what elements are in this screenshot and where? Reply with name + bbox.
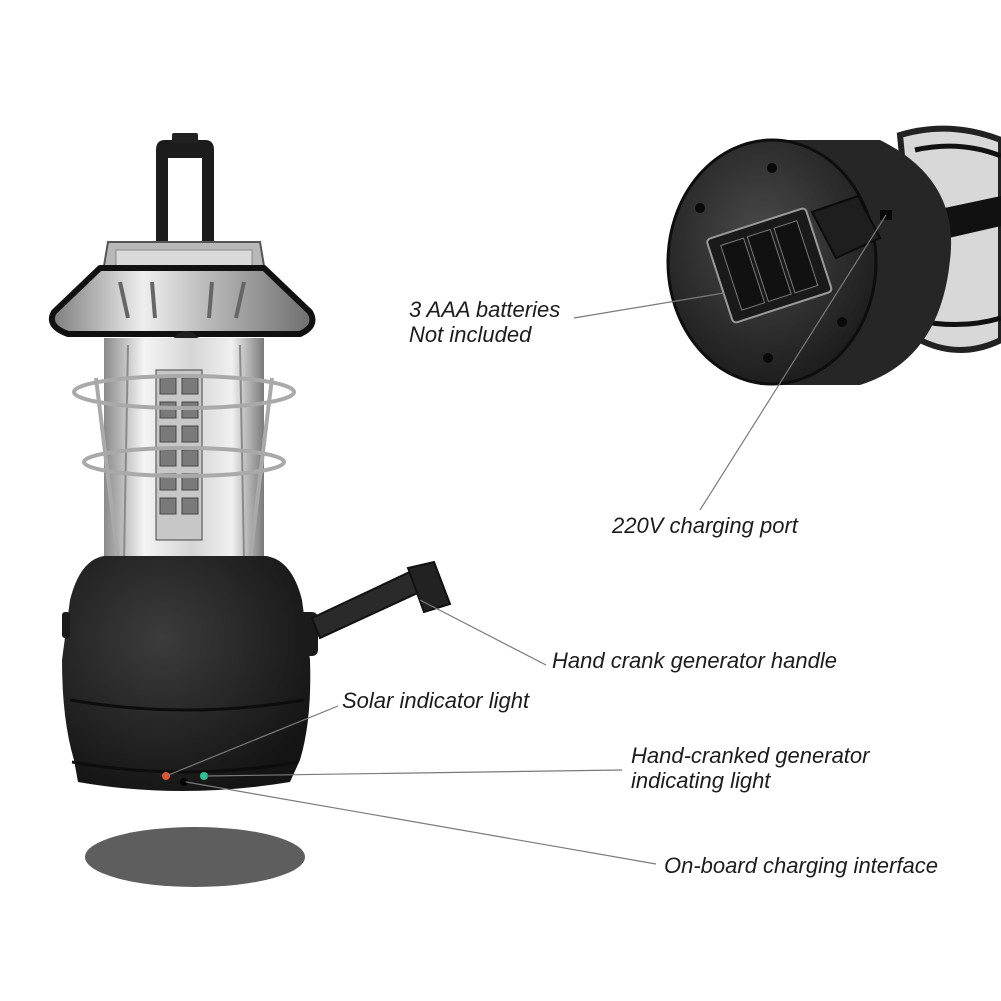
callout-batteries: 3 AAA batteries Not included bbox=[409, 297, 560, 347]
generator-indicator-led bbox=[200, 772, 208, 780]
crank-handle bbox=[296, 560, 452, 656]
charging-port-hole bbox=[180, 778, 188, 786]
callout-generator-line2: indicating light bbox=[631, 768, 771, 793]
callout-batteries-line2: Not included bbox=[409, 322, 532, 347]
lantern-hood bbox=[48, 265, 316, 337]
callout-onboard-interface: On-board charging interface bbox=[664, 853, 938, 878]
floor-shadow bbox=[85, 827, 305, 887]
led-column bbox=[155, 369, 203, 541]
callout-generator-light: Hand-cranked generator indicating light bbox=[631, 743, 869, 793]
leader-lines bbox=[165, 214, 887, 865]
lantern-base bbox=[62, 556, 311, 791]
callout-batteries-line1: 3 AAA batteries bbox=[409, 297, 561, 322]
lantern bbox=[48, 133, 452, 887]
battery-slot bbox=[706, 207, 833, 324]
wire-guard bbox=[72, 374, 296, 576]
callout-solar-light: Solar indicator light bbox=[342, 688, 530, 713]
battery-compartment-closeup bbox=[666, 125, 1001, 386]
callout-charging-port: 220V charging port bbox=[612, 513, 798, 538]
callout-crank-handle: Hand crank generator handle bbox=[552, 648, 837, 673]
callout-generator-line1: Hand-cranked generator bbox=[631, 743, 870, 768]
